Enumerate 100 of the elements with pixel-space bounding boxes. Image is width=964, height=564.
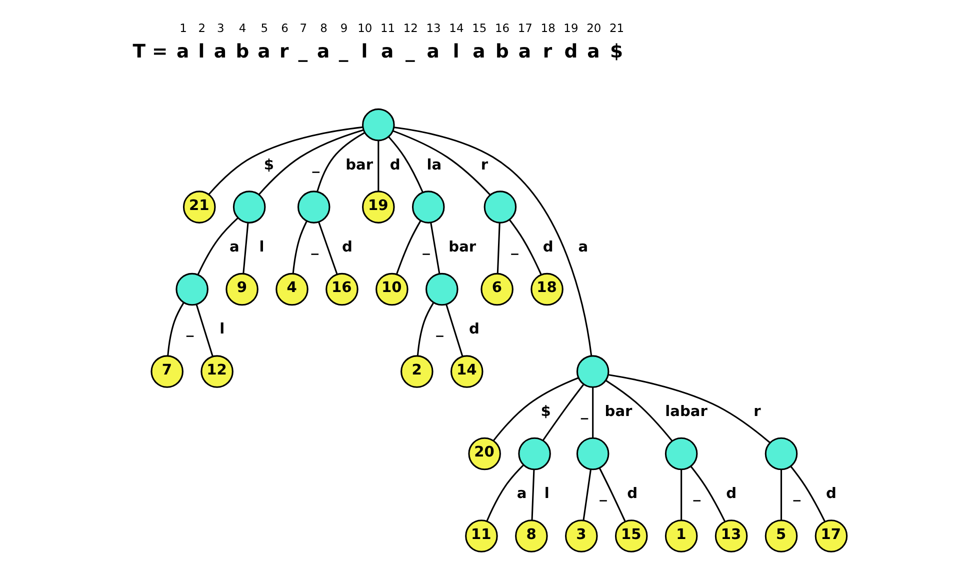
label: l: [452, 42, 459, 63]
edge-label: $: [263, 156, 274, 174]
label: a: [426, 42, 439, 63]
label: 3: [216, 20, 224, 35]
edge-label: r: [753, 402, 760, 420]
label: T =: [132, 42, 168, 63]
node-circle: 16: [325, 272, 358, 306]
connector: [690, 466, 725, 522]
label: b: [495, 42, 508, 63]
label: b: [235, 42, 249, 63]
label: 14: [448, 20, 464, 35]
label: a: [316, 42, 330, 63]
label: 12: [402, 20, 418, 35]
connector: [195, 304, 213, 357]
label: 10: [357, 20, 372, 35]
label: 20: [586, 20, 601, 35]
label: r: [279, 42, 288, 63]
connector: [445, 304, 463, 357]
label: 11: [380, 20, 395, 35]
node-circle: 6: [480, 272, 513, 306]
node-circle: [232, 190, 266, 224]
node-circle: 5: [764, 520, 798, 552]
connector: [377, 140, 379, 192]
label: 4: [238, 20, 246, 35]
node-circle: 10: [375, 272, 408, 306]
connector: [292, 220, 307, 274]
node-circle: 7: [150, 355, 183, 388]
node-circle: 18: [530, 272, 563, 306]
connector: [242, 222, 248, 274]
edge-label: d: [341, 238, 352, 256]
label: 2: [198, 20, 206, 35]
node-circle: [664, 437, 698, 470]
node-circle: 19: [362, 190, 394, 224]
node-circle: 12: [200, 355, 233, 388]
edge-label: bar: [604, 402, 632, 420]
edge-label: d: [542, 238, 553, 256]
node-circle: 2: [400, 355, 433, 388]
node-circle: 15: [614, 520, 648, 552]
connector: [780, 470, 782, 520]
node-circle: [764, 437, 798, 470]
connector: [542, 384, 584, 441]
label: a: [213, 42, 226, 63]
node-circle: [296, 190, 330, 224]
edge-label: d: [389, 156, 400, 174]
label: l: [360, 42, 368, 63]
connector: [166, 302, 184, 356]
label: a: [380, 42, 394, 63]
node-circle: [425, 272, 458, 306]
connector: [608, 374, 770, 444]
connector: [592, 387, 594, 438]
edge-label: _: [186, 320, 194, 338]
edge-label: l: [544, 485, 549, 502]
connector: [605, 380, 672, 442]
connector: [430, 222, 440, 274]
connector: [508, 219, 542, 275]
edge-label: d: [468, 320, 479, 338]
label: 21: [608, 20, 624, 35]
edge-label: _: [510, 238, 518, 256]
edge-label: bar: [345, 156, 373, 174]
edge-label: l: [219, 320, 224, 338]
node-circle: 9: [225, 272, 258, 306]
label: l: [198, 42, 204, 63]
label: r: [542, 42, 552, 63]
label: a: [586, 42, 600, 63]
node-circle: 3: [564, 520, 598, 552]
connector: [416, 302, 434, 356]
edge-label: _: [692, 485, 700, 502]
node-circle: 11: [464, 520, 498, 552]
edge-label: _: [422, 238, 430, 256]
node-circle: 1: [664, 520, 698, 552]
label: 19: [563, 20, 578, 35]
connector: [392, 130, 490, 196]
node-circle: 21: [182, 190, 216, 224]
edge-label: _: [310, 238, 318, 256]
label: _: [404, 42, 414, 63]
edge-label: d: [726, 485, 736, 502]
connector: [598, 468, 626, 522]
edge-label: d: [826, 485, 836, 502]
node-circle: 14: [450, 355, 483, 388]
label: d: [564, 42, 578, 63]
label: a: [472, 42, 485, 63]
connector: [582, 469, 592, 520]
label: 1: [179, 20, 186, 35]
edge-label: _: [436, 320, 443, 338]
node-circle: [576, 437, 609, 470]
connector: [496, 222, 500, 274]
connector: [680, 470, 682, 520]
label: a: [176, 42, 189, 63]
connector: [316, 132, 365, 192]
edge-label: bar: [448, 238, 476, 256]
connector: [530, 469, 534, 520]
label: 5: [260, 20, 268, 35]
label: $: [610, 42, 623, 63]
label: 8: [320, 20, 327, 35]
node-circle: [362, 108, 394, 142]
connector: [196, 218, 238, 276]
label: 15: [472, 20, 486, 35]
node-circle: 4: [275, 272, 308, 306]
node-circle: 17: [814, 520, 848, 552]
edge-label: $: [540, 402, 550, 420]
